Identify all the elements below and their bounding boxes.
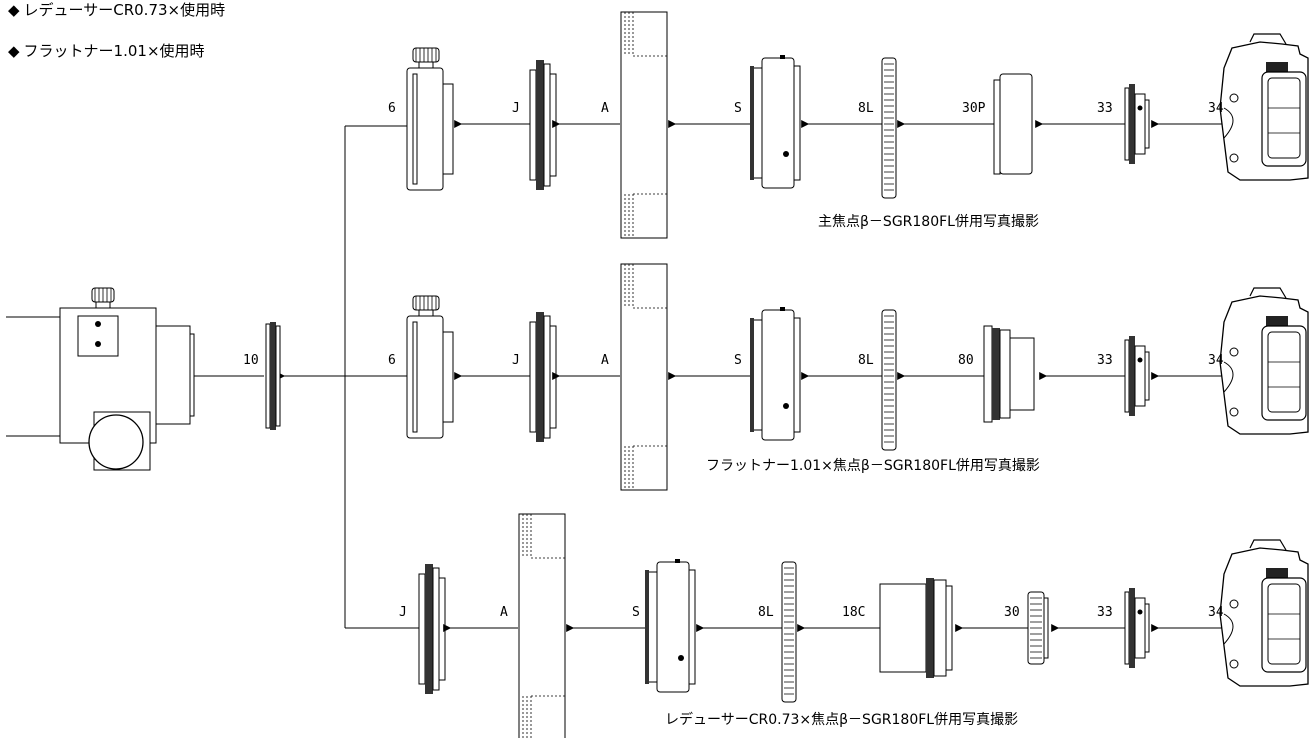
part-label: 10 [243, 353, 259, 368]
tube-s [749, 54, 801, 189]
t-ring-33 [1124, 587, 1150, 669]
camera-body [1219, 33, 1309, 181]
part-label: 34 [1208, 101, 1224, 116]
row-3: J A S 8L 18C 30 33 34 レデューサーCR0.73×焦点β－ [345, 513, 1309, 738]
part-label: J [512, 353, 520, 368]
part-label: 6 [388, 353, 396, 368]
legend-text: フラットナー1.01×使用時 [23, 42, 205, 60]
part-label: S [632, 605, 640, 620]
row-2: 6 J A S 8L 80 33 34 フラットナー1.01×焦点β－SGR18… [388, 263, 1309, 491]
part-label: 30 [1004, 605, 1020, 620]
camera-body [1219, 287, 1309, 435]
part-label: 33 [1097, 101, 1113, 116]
part-label: 18C [842, 605, 865, 620]
part-label: S [734, 353, 742, 368]
legend-item-reducer: ◆レデューサーCR0.73×使用時 [8, 1, 225, 19]
caption-row-2: フラットナー1.01×焦点β－SGR180FL併用写真撮影 [706, 457, 1040, 474]
part-label: 30P [962, 101, 986, 116]
tube-s [644, 558, 696, 693]
ring-8l [881, 309, 897, 451]
adapter-30 [1027, 591, 1049, 665]
part-label: 33 [1097, 353, 1113, 368]
part-label: J [512, 101, 520, 116]
part-label: A [601, 101, 609, 116]
adapter-6 [406, 47, 454, 191]
adapter-j [529, 311, 557, 443]
part-label: S [734, 101, 742, 116]
part-label: A [601, 353, 609, 368]
part-label: 8L [758, 605, 774, 620]
part-label: 34 [1208, 605, 1224, 620]
adapter-30p [993, 73, 1033, 175]
caption-row-3: レデューサーCR0.73×焦点β－SGR180FL併用写真撮影 [665, 711, 1018, 728]
adapter-j [418, 563, 446, 695]
legend-text: レデューサーCR0.73×使用時 [23, 1, 226, 19]
flattener-80 [983, 325, 1035, 423]
part-label: J [399, 605, 407, 620]
part-label: 33 [1097, 605, 1113, 620]
part-label: 8L [858, 353, 874, 368]
t-ring-33 [1124, 335, 1150, 417]
adapter-6 [406, 295, 454, 439]
row-1: 6 J A S 8L 30P 33 34 主焦点β－SGR180FL併用写真撮影 [345, 11, 1309, 239]
diamond-bullet-icon: ◆ [8, 42, 20, 60]
adapter-a [620, 263, 668, 491]
camera-body [1219, 539, 1309, 687]
part-label: 8L [858, 101, 874, 116]
reducer-18c [879, 578, 953, 678]
adapter-a [518, 513, 566, 738]
caption-row-1: 主焦点β－SGR180FL併用写真撮影 [818, 213, 1039, 230]
diamond-bullet-icon: ◆ [8, 1, 20, 19]
part-label: 6 [388, 101, 396, 116]
legend-item-flattener: ◆フラットナー1.01×使用時 [8, 42, 205, 60]
ring-8l [881, 57, 897, 199]
adapter-j [529, 59, 557, 191]
tube-s [749, 306, 801, 441]
part-label: 80 [958, 353, 974, 368]
t-ring-33 [1124, 83, 1150, 165]
telescope-focuser [6, 287, 195, 471]
adapter-10 [265, 322, 281, 430]
ring-8l [781, 561, 797, 703]
part-label: A [500, 605, 508, 620]
part-label: 34 [1208, 353, 1224, 368]
adapter-a [620, 11, 668, 239]
